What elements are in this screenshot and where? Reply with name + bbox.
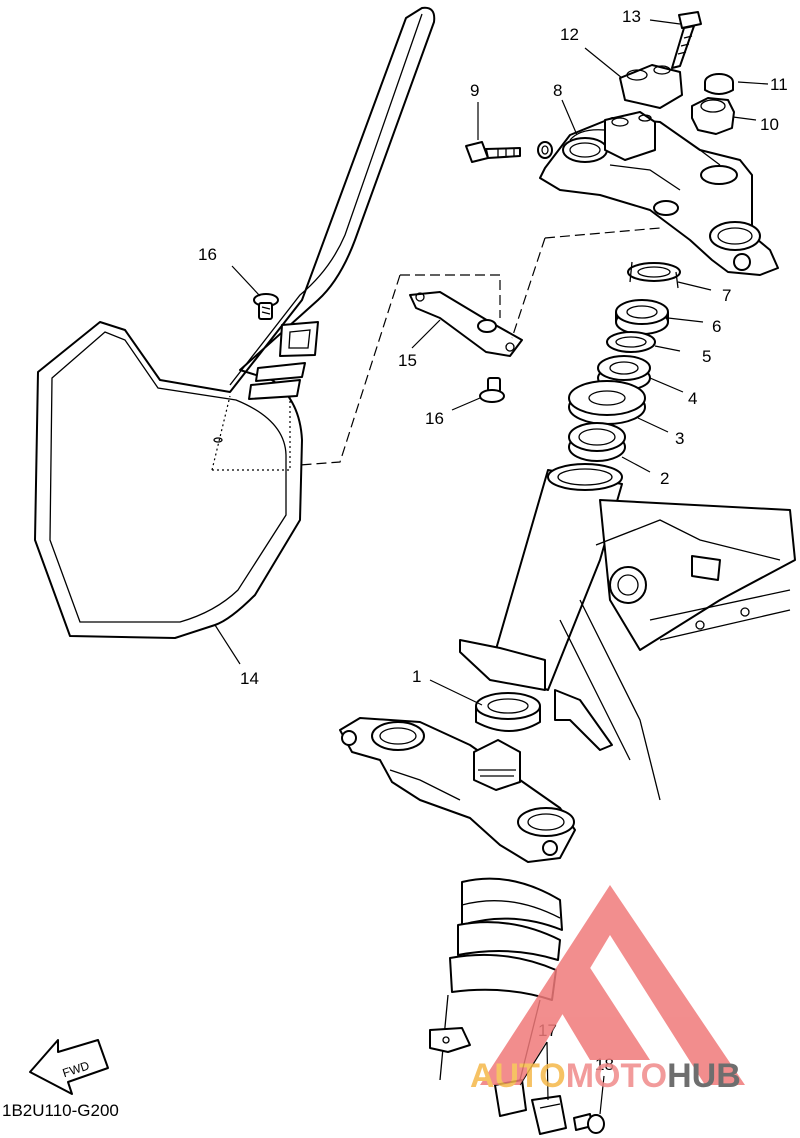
watermark-hub: HUB [667, 1057, 741, 1095]
callout-8: 8 [553, 81, 562, 100]
callout-5: 5 [702, 347, 711, 366]
callout-numbers: 1 2 3 4 5 6 7 8 9 10 11 12 13 14 15 16 1… [198, 7, 788, 1074]
callout-4: 4 [688, 389, 697, 408]
callout-2: 2 [660, 469, 669, 488]
watermark-moto: MOTO [566, 1057, 667, 1095]
lower-bracket [339, 717, 576, 863]
callout-16a: 16 [198, 245, 217, 264]
nut-10 [691, 97, 735, 135]
bolt-13 [671, 11, 702, 69]
bolt-16-lower [479, 377, 505, 403]
callout-1: 1 [412, 667, 421, 686]
callout-10: 10 [760, 115, 779, 134]
callout-6: 6 [712, 317, 721, 336]
cover-3 [568, 380, 646, 425]
bracket-15 [409, 291, 523, 357]
upper-bracket [539, 117, 779, 276]
cap-11 [704, 73, 734, 95]
callout-12: 12 [560, 25, 579, 44]
diagram-code: 1B2U110-G200 [2, 1101, 119, 1120]
watermark: AUTOMOTOHUB [470, 885, 745, 1095]
callout-3: 3 [675, 429, 684, 448]
number-plate [34, 6, 436, 639]
svg-text:AUTOMOTOHUB: AUTOMOTOHUB [470, 1057, 741, 1095]
bearing-2 [568, 422, 626, 462]
watermark-auto: AUTO [470, 1057, 566, 1095]
bolt-16-upper [253, 293, 279, 320]
fwd-arrow: FWD [29, 1039, 109, 1095]
handlebar-clamp [604, 64, 683, 161]
bearing-1 [475, 692, 541, 732]
lock-washer-7 [627, 261, 681, 289]
washer-5 [606, 331, 656, 353]
callout-13: 13 [622, 7, 641, 26]
callout-7: 7 [722, 286, 731, 305]
leader-lines [214, 19, 769, 1115]
frame-steering-head [459, 463, 796, 801]
watermark-logo [480, 885, 745, 1085]
bolt-9 [465, 141, 553, 163]
callout-11: 11 [770, 75, 788, 94]
callout-14: 14 [240, 669, 259, 688]
callout-9: 9 [470, 81, 479, 100]
fork-boot [429, 877, 563, 1081]
callout-15: 15 [398, 351, 417, 370]
ring-nut-6 [615, 299, 669, 335]
bolt-18 [573, 1113, 605, 1134]
callout-16b: 16 [425, 409, 444, 428]
